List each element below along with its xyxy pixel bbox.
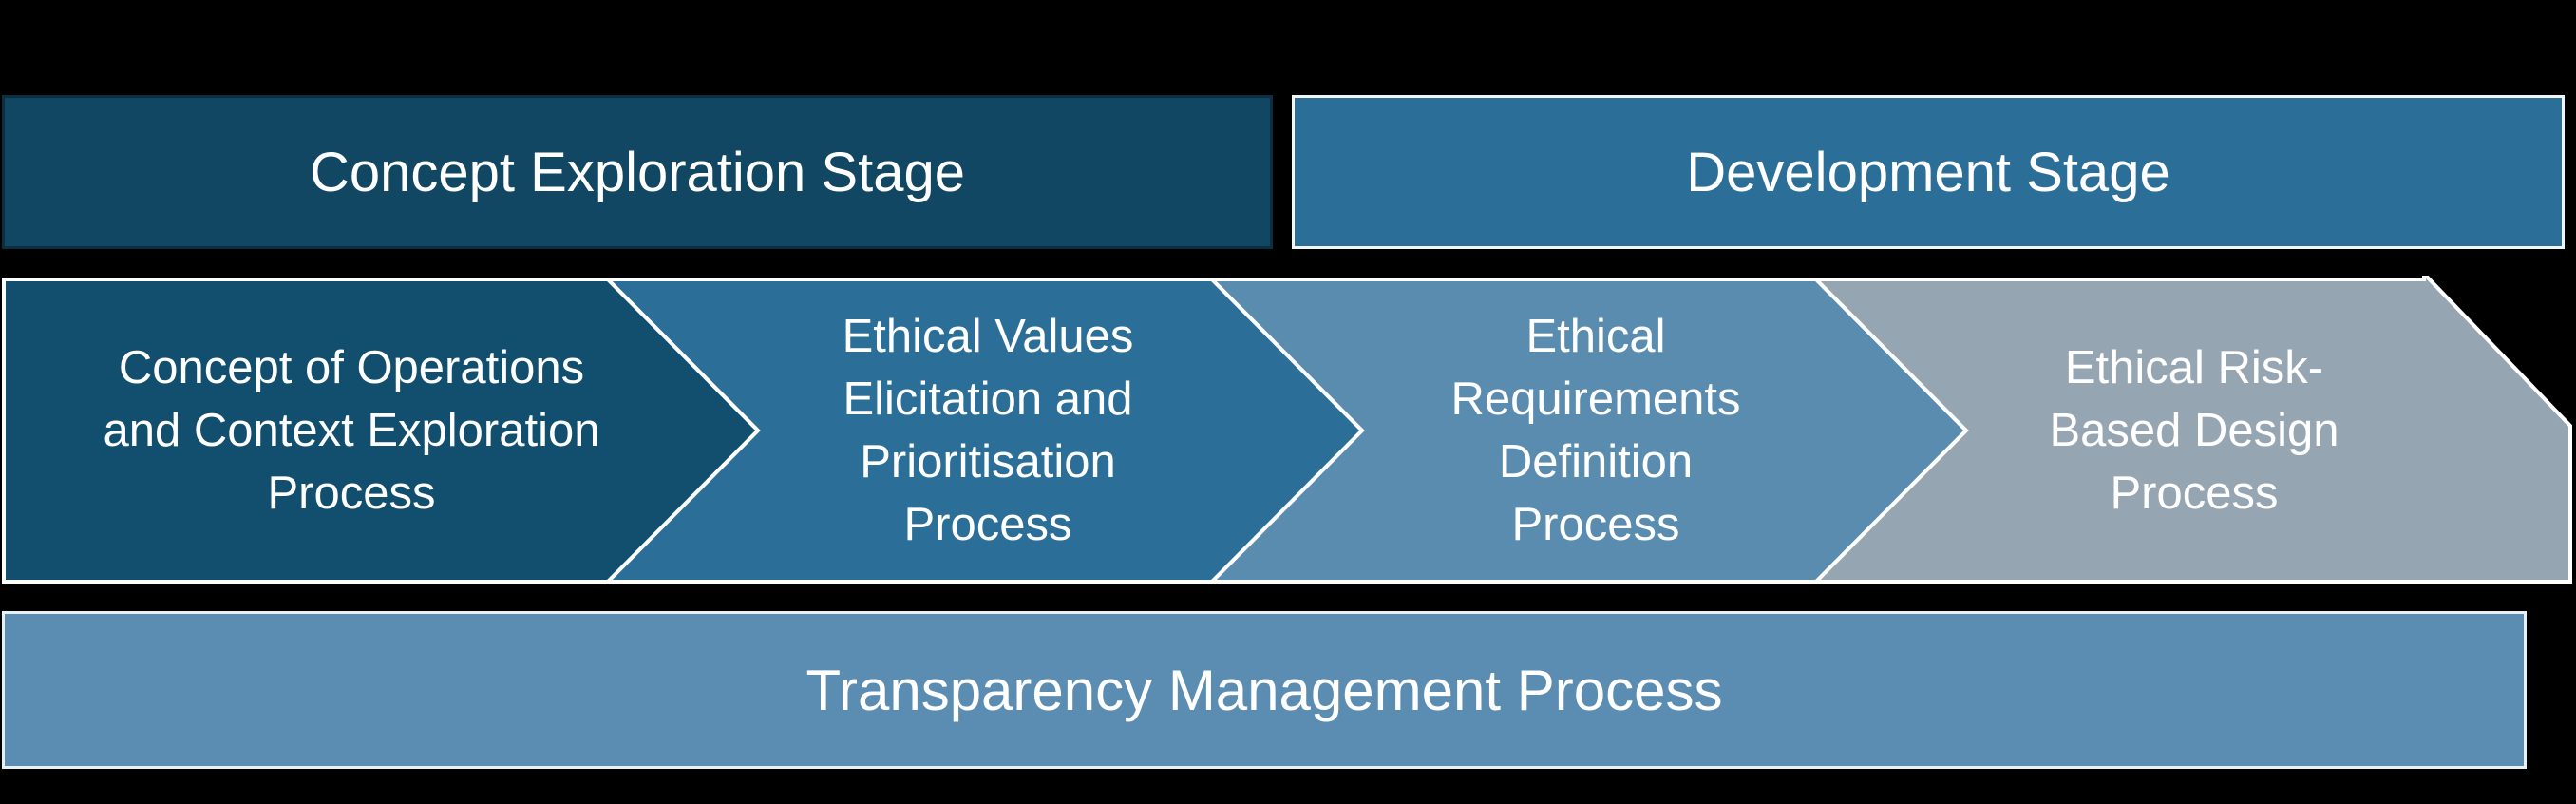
transparency-management-bar: Transparency Management Process <box>2 611 2527 769</box>
process-step-1-label: Concept of Operations and Context Explor… <box>103 342 600 519</box>
development-stage-header: Development Stage <box>1292 95 2565 249</box>
process-chevron-flow <box>2 276 2572 584</box>
process-step-2-label: Ethical Values Elicitation and Prioritis… <box>842 311 1134 550</box>
transparency-management-label: Transparency Management Process <box>805 658 1723 722</box>
process-step-3-label: Ethical Requirements Definition Process <box>1450 311 1741 550</box>
process-step-shape-4 <box>1811 276 2572 584</box>
concept-exploration-stage-header: Concept Exploration Stage <box>2 95 1273 249</box>
process-step-4-label: Ethical Risk- Based Design Process <box>2049 342 2339 519</box>
development-stage-label: Development Stage <box>1686 141 2170 203</box>
concept-exploration-stage-label: Concept Exploration Stage <box>310 141 965 203</box>
